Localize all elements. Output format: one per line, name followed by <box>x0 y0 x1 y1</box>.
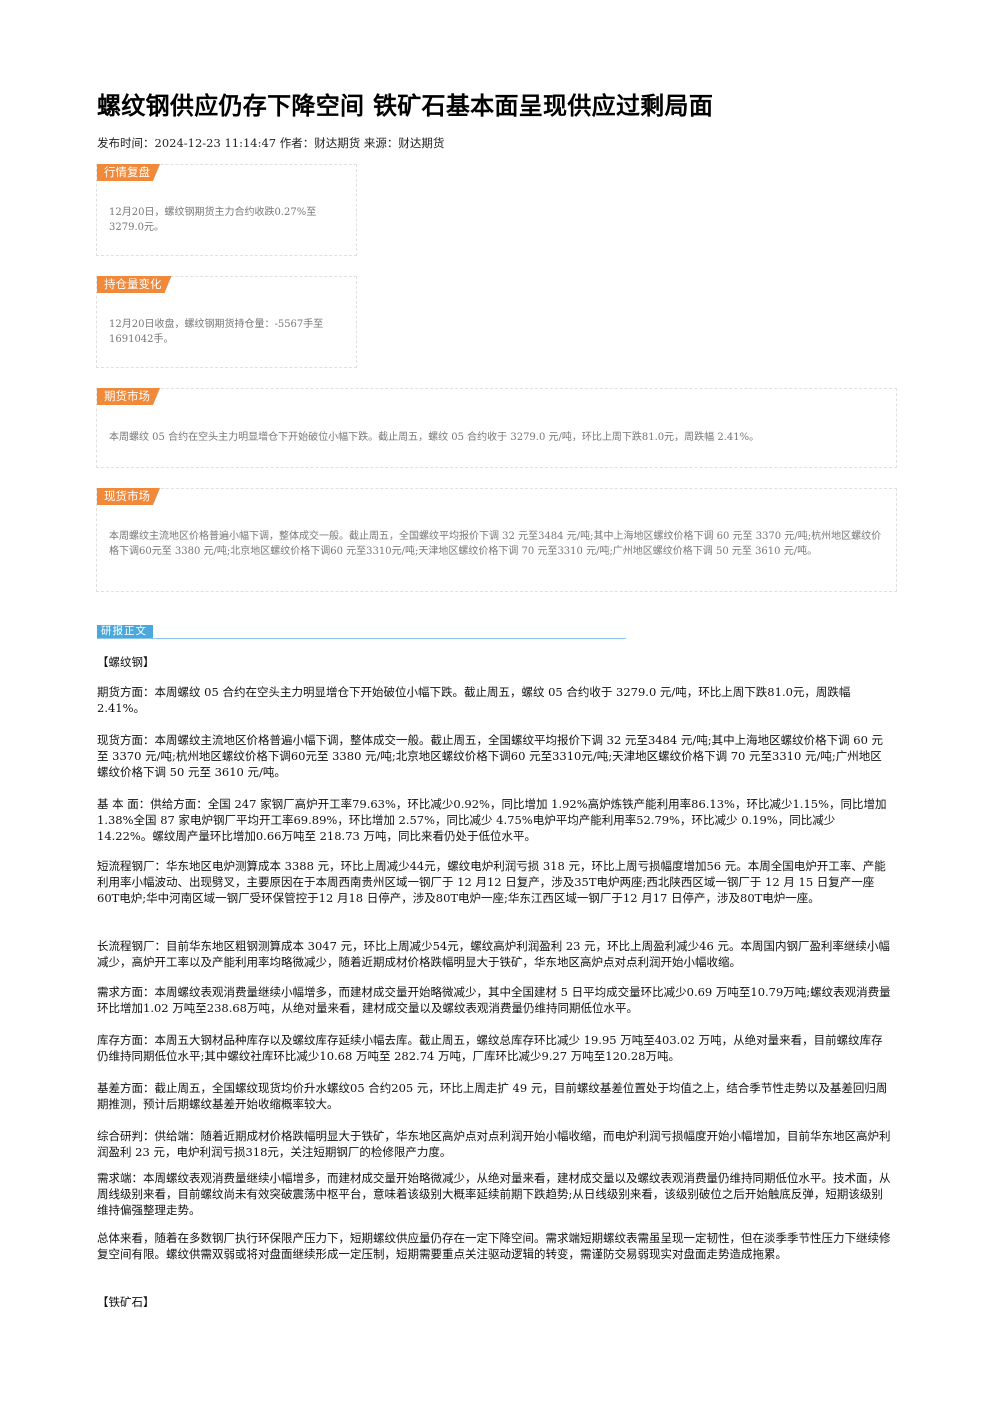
tag-spot-market: 现货市场 <box>97 488 160 505</box>
paragraph-inventory: 库存方面：本周五大钢材品种库存以及螺纹库存延续小幅去库。截止周五，螺纹总库存环比… <box>97 1033 883 1063</box>
article-title: 螺纹钢供应仍存下降空间 铁矿石基本面呈现供应过剩局面 <box>97 91 714 120</box>
paragraph-spot: 现货方面：本周螺纹主流地区价格普遍小幅下调，整体成交一般。截止周五，全国螺纹平均… <box>97 733 884 779</box>
summary-box-market-review: 行情复盘 12月20日，螺纹钢期货主力合约收跌0.27%至3279.0元。 <box>96 164 357 256</box>
summary-box-open-interest: 持仓量变化 12月20日收盘，螺纹钢期货持仓量：-5567手至1691042手。 <box>96 276 357 368</box>
summary-text-futures-market: 本周螺纹 05 合约在空头主力明显增仓下开始破位小幅下跌。截止周五，螺纹 05 … <box>109 432 760 443</box>
summary-text-spot-market: 本周螺纹主流地区价格普遍小幅下调，整体成交一般。截止周五，全国螺纹平均报价下调 … <box>109 531 882 557</box>
paragraph-demand: 需求方面：本周螺纹表观消费量继续小幅增多，而建材成交量开始略微减少，其中全国建材… <box>97 985 891 1015</box>
article-meta: 发布时间：2024-12-23 11:14:47 作者：财达期货 来源：财达期货 <box>97 136 445 150</box>
tag-open-interest: 持仓量变化 <box>97 276 172 293</box>
paragraph-heading-rebar: 【螺纹钢】 <box>97 655 155 669</box>
paragraph-short-process-mills: 短流程钢厂：华东地区电炉测算成本 3388 元，环比上周减少44元，螺纹电炉利润… <box>97 859 886 905</box>
paragraph-basis: 基差方面：截止周五，全国螺纹现货均价升水螺纹05 合约205 元，环比上周走扩 … <box>97 1081 888 1111</box>
paragraph-heading-iron-ore: 【铁矿石】 <box>97 1295 155 1309</box>
summary-text-market-review: 12月20日，螺纹钢期货主力合约收跌0.27%至3279.0元。 <box>109 207 317 233</box>
summary-text-open-interest: 12月20日收盘，螺纹钢期货持仓量：-5567手至1691042手。 <box>109 319 324 345</box>
paragraph-futures: 期货方面：本周螺纹 05 合约在空头主力明显增仓下开始破位小幅下跌。截止周五，螺… <box>97 685 851 715</box>
paragraph-overall-demand: 需求端：本周螺纹表观消费量继续小幅增多，而建材成交量开始略微减少，从绝对量来看，… <box>97 1171 891 1217</box>
section-label-report-body: 研报正文 <box>97 625 153 638</box>
paragraph-overall-supply: 综合研判：供给端：随着近期成材价格跌幅明显大于铁矿，华东地区高炉点对点利润开始小… <box>97 1129 891 1159</box>
section-divider <box>97 638 626 639</box>
tag-futures-market: 期货市场 <box>97 388 160 405</box>
paragraph-conclusion: 总体来看，随着在多数钢厂执行环保限产压力下，短期螺纹供应量仍存在一定下降空间。需… <box>97 1231 891 1261</box>
tag-market-review: 行情复盘 <box>97 164 160 181</box>
paragraph-long-process-mills: 长流程钢厂：目前华东地区粗钢测算成本 3047 元，环比上周减少54元，螺纹高炉… <box>97 939 890 969</box>
summary-box-spot-market: 现货市场 本周螺纹主流地区价格普遍小幅下调，整体成交一般。截止周五，全国螺纹平均… <box>96 488 897 592</box>
summary-box-futures-market: 期货市场 本周螺纹 05 合约在空头主力明显增仓下开始破位小幅下跌。截止周五，螺… <box>96 388 897 468</box>
paragraph-fundamentals: 基 本 面：供给方面：全国 247 家钢厂高炉开工率79.63%，环比减少0.9… <box>97 797 887 843</box>
